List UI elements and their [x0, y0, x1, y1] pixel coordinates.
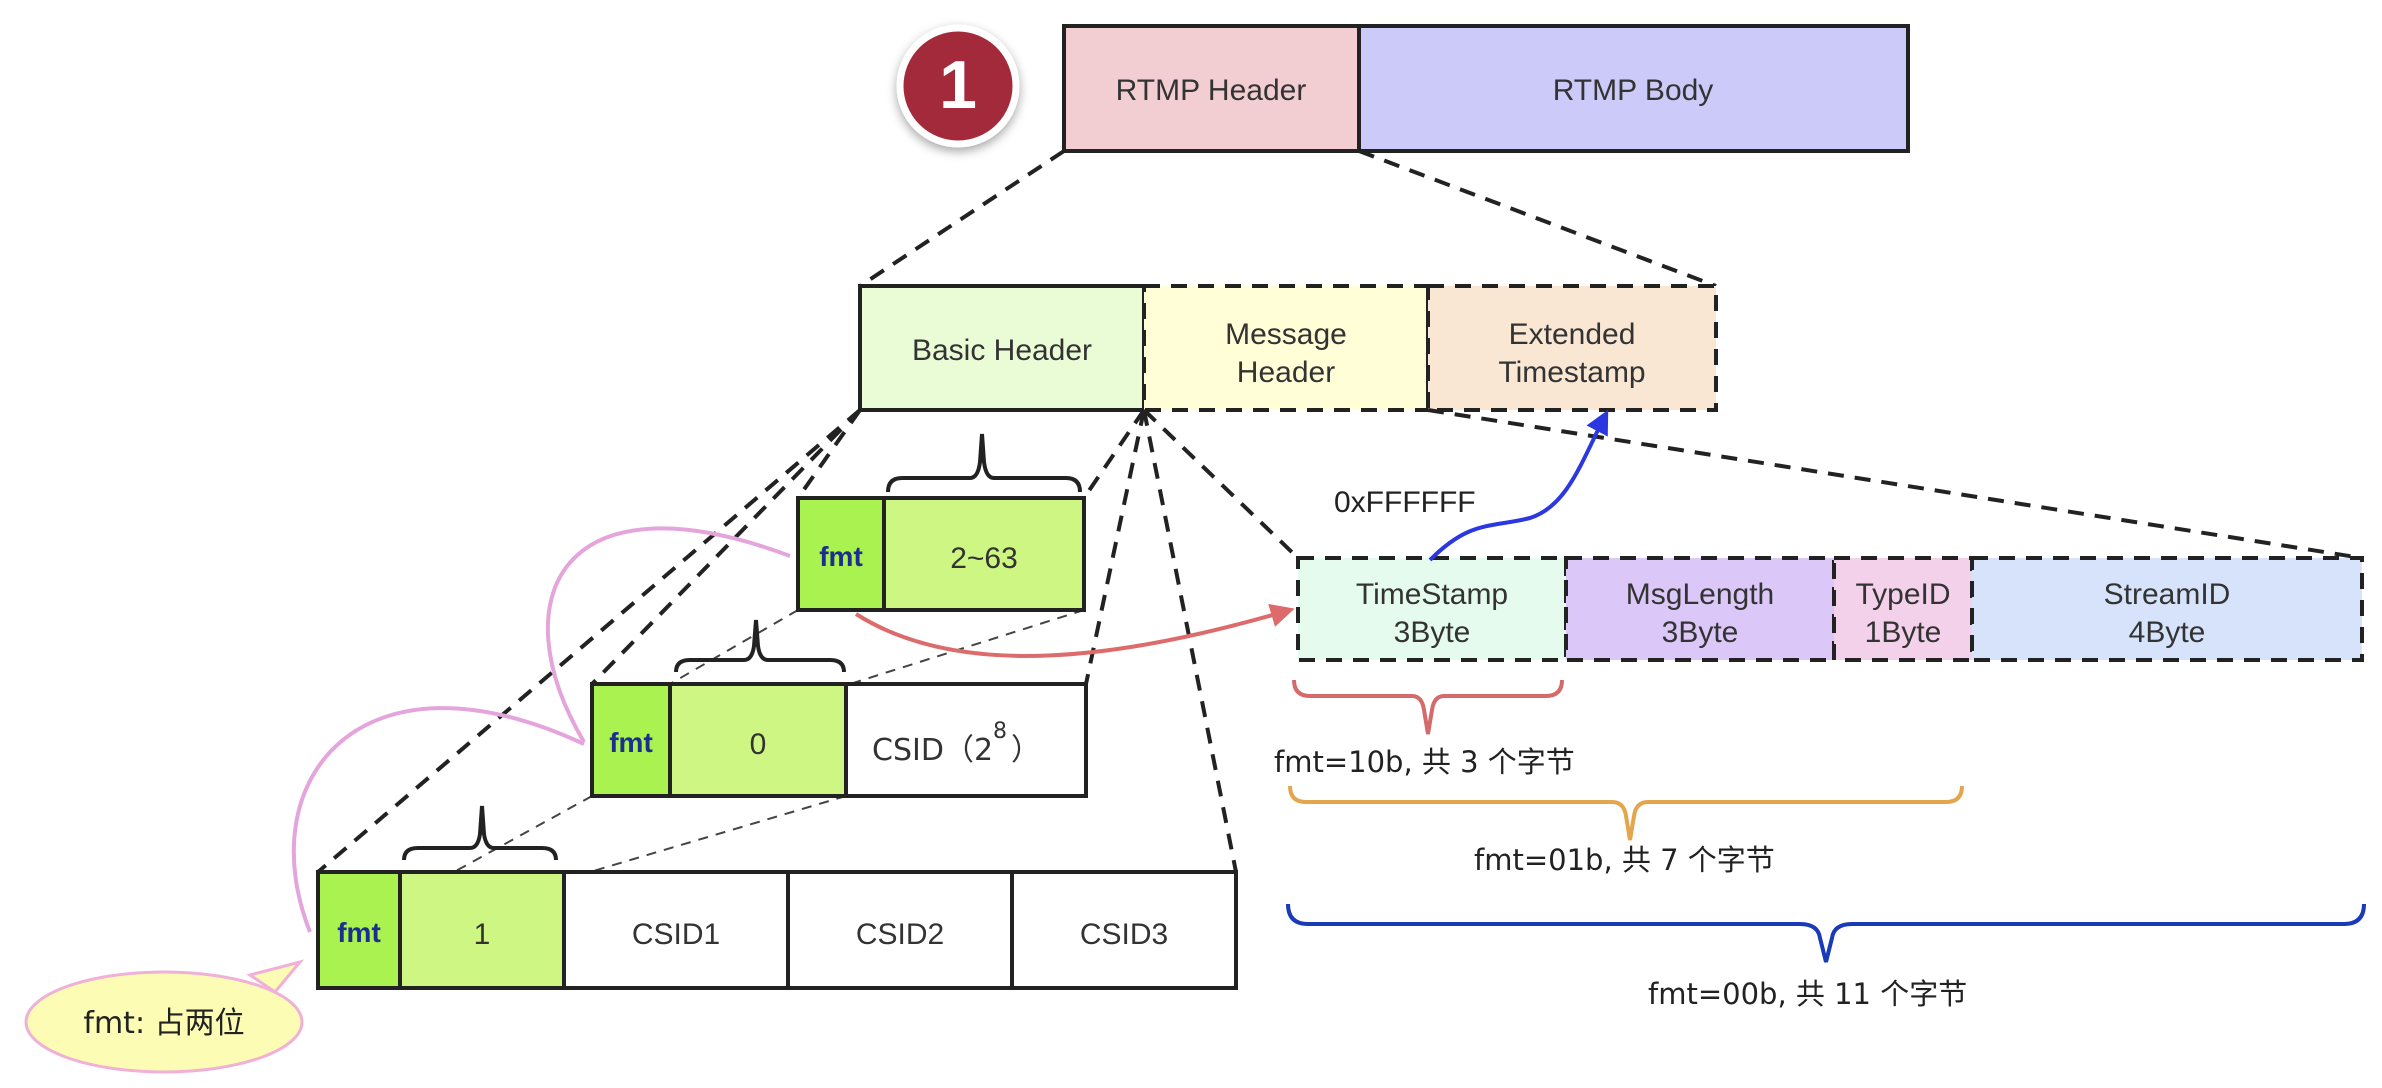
csid2-label: CSID2: [856, 918, 944, 951]
zero-label: 0: [750, 728, 767, 761]
fmt-label: fmt: [609, 727, 653, 758]
streamid-label-1: StreamID: [2104, 578, 2231, 611]
rtmp-header-box: [1062, 24, 1361, 153]
thin-connector-lines: [453, 609, 1085, 873]
fmt00-brace: fmt=00b, 共 11 个字节: [1286, 903, 2366, 1011]
extended-marker-label: 0xFFFFFF: [1334, 486, 1476, 519]
basic-header-1byte: fmt 2~63: [796, 433, 1086, 612]
csid-label: CSID（28）: [872, 719, 1041, 768]
typeid-label-1: TypeID: [1855, 578, 1950, 611]
csid3-label: CSID3: [1080, 918, 1168, 951]
extended-timestamp-label-2: Timestamp: [1498, 356, 1645, 389]
basic-header-2byte: fmt 0 CSID（28）: [590, 619, 1088, 798]
rtmp-message: RTMP Header RTMP Body: [1062, 24, 1910, 153]
msglength-field: [1564, 556, 1836, 662]
zero-cell: [668, 682, 848, 798]
fmt01-size-label: fmt=01b, 共 7 个字节: [1474, 843, 1775, 877]
callout-text: fmt: 占两位: [83, 1006, 244, 1041]
csid1-label: CSID1: [632, 918, 720, 951]
msglength-label-1: MsgLength: [1626, 578, 1774, 611]
timestamp-to-extended-arrow: [1428, 409, 1609, 562]
message-header-label-1: Message: [1225, 318, 1347, 351]
curly-brace-1byte: [886, 433, 1082, 493]
basic-header-box: [858, 284, 1146, 412]
csid-to-timestamp-arrow: [854, 603, 1295, 658]
basic-header-label: Basic Header: [912, 334, 1092, 367]
fmt01-brace: fmt=01b, 共 7 个字节: [1288, 785, 1964, 877]
timestamp-field: [1296, 556, 1568, 662]
fmt10-brace: fmt=10b, 共 3 个字节: [1274, 679, 1575, 779]
csid-exponent: 8: [993, 719, 1007, 744]
zoom-lines-message-header: [1142, 408, 2363, 560]
zoom-lines-rtmp: [858, 149, 1717, 288]
timestamp-label-2: 3Byte: [1394, 616, 1471, 649]
csid-cell: [844, 682, 1088, 798]
message-header-box: [1142, 284, 1430, 412]
rtmp-header-label: RTMP Header: [1116, 74, 1307, 107]
streamid-field: [1970, 556, 2364, 662]
fmt-link-arcs: [291, 526, 791, 933]
streamid-label-2: 4Byte: [2129, 616, 2206, 649]
timestamp-label-1: TimeStamp: [1356, 578, 1508, 611]
fmt-callout: fmt: 占两位: [24, 959, 305, 1074]
rtmp-body-box: [1357, 24, 1910, 153]
fmt-label: fmt: [819, 541, 863, 572]
fmt-label: fmt: [337, 917, 381, 948]
message-header-label-2: Header: [1237, 356, 1335, 389]
zoom-lines-basic-header: [316, 408, 1238, 874]
extended-timestamp-box: [1426, 284, 1718, 412]
csid3-cell: [1010, 870, 1238, 990]
typeid-label-2: 1Byte: [1865, 616, 1942, 649]
one-label: 1: [474, 918, 491, 951]
fmt00-size-label: fmt=00b, 共 11 个字节: [1648, 977, 1967, 1011]
curly-brace-2byte: [674, 619, 846, 673]
csid-close: ）: [1011, 733, 1041, 768]
step-badge: 1: [896, 24, 1020, 148]
extended-timestamp-label-1: Extended: [1509, 318, 1636, 351]
fmt10-size-label: fmt=10b, 共 3 个字节: [1274, 745, 1575, 779]
chunk-header: Basic Header Message Header Extended Tim…: [858, 284, 1718, 412]
csid-range-label: 2~63: [950, 542, 1018, 575]
curly-brace-3byte: [402, 805, 558, 861]
msglength-label-2: 3Byte: [1662, 616, 1739, 649]
step-badge-number: 1: [939, 47, 977, 123]
typeid-field: [1832, 556, 1974, 662]
basic-header-3byte: fmt 1 CSID1 CSID2 CSID3: [316, 805, 1238, 990]
rtmp-body-label: RTMP Body: [1553, 74, 1714, 107]
csid-base: CSID（2: [872, 733, 993, 768]
message-header-fields: TimeStamp 3Byte MsgLength 3Byte TypeID 1…: [1296, 556, 2364, 662]
